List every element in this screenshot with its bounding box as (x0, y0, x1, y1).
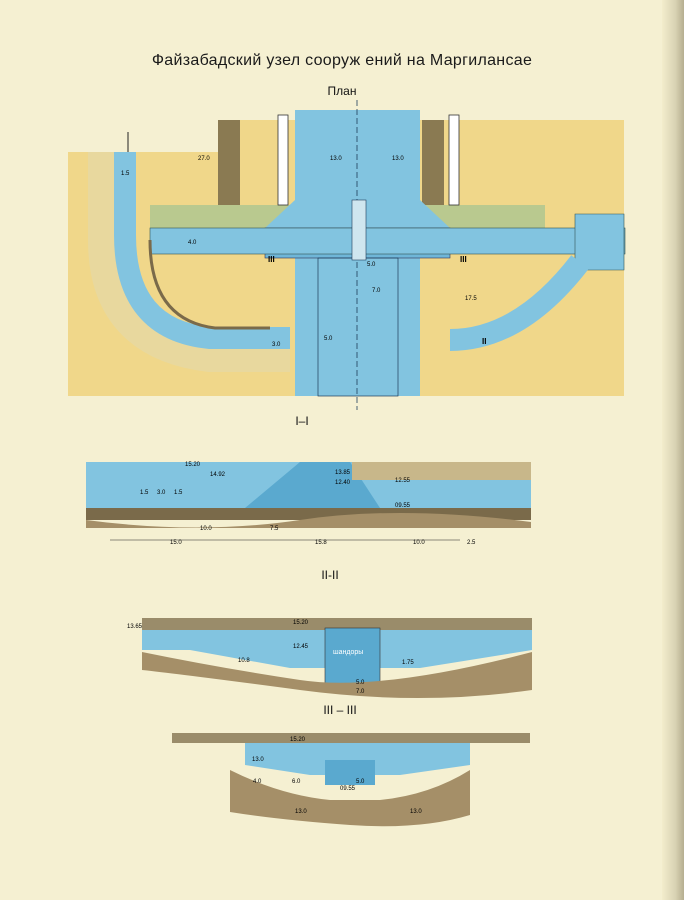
s3-pit (325, 760, 375, 785)
cut-iii-right: III (460, 255, 467, 264)
s3-e0955: 09.55 (340, 786, 356, 792)
s1-b15b: 1.5 (174, 490, 183, 496)
s1-e1520: 15.20 (185, 462, 201, 468)
section-2-label: II-II (321, 568, 339, 582)
dim-13a: 13.0 (330, 156, 342, 162)
right-inflow (574, 213, 625, 271)
s1-d100a: 10.0 (200, 526, 212, 532)
s3-d40: 4.0 (253, 779, 262, 785)
s3-d130b: 13.0 (295, 809, 307, 815)
s2-d108: 10.8 (238, 658, 250, 664)
s2-d70: 7.0 (356, 689, 365, 695)
s1-e1255: 12.55 (395, 478, 411, 484)
left-canal (114, 152, 290, 349)
s2-e1245: 12.45 (293, 644, 309, 650)
left-canal-bank (88, 152, 290, 372)
s3-d130a: 13.0 (252, 757, 264, 763)
right-canal (449, 255, 589, 351)
cross-canal (149, 227, 626, 255)
s2-e1520: 15.20 (293, 620, 309, 626)
s1-d150: 15.0 (170, 540, 182, 546)
s2-soil (142, 652, 532, 698)
section-3-label: III – III (323, 703, 357, 717)
page-title: Файзабадский узел сооруж ений на Маргила… (151, 52, 533, 69)
section-2: 13.65 15.20 12.45 1.75 шандоры 10.8 5.0 … (127, 618, 532, 698)
s1-d75: 7.5 (270, 526, 279, 532)
bank-right (422, 120, 444, 212)
dim-13b: 13.0 (392, 156, 404, 162)
cut-ii: II (482, 337, 486, 346)
dim-5b: 5.0 (324, 336, 333, 342)
s1-e0955: 09.55 (395, 503, 411, 509)
s2-gate-label: шандоры (333, 649, 363, 656)
s1-d158: 15.8 (315, 540, 327, 546)
dim-17-5: 17.5 (465, 296, 477, 302)
page-fold (662, 0, 684, 900)
plan-label: План (327, 84, 357, 98)
s3-deck (172, 733, 530, 743)
s1-b30: 3.0 (157, 490, 166, 496)
cut-iii-left: III (268, 255, 275, 264)
left-canal-wall (148, 239, 270, 330)
dim-4: 4.0 (188, 240, 197, 246)
s1-e1492: 14.92 (210, 472, 226, 478)
section-1-label: I–I (295, 414, 309, 428)
s2-d50: 5.0 (356, 680, 365, 686)
section-3: 15.20 09.55 13.0 4.0 6.0 5.0 13.0 13.0 (172, 733, 530, 827)
dim-3: 3.0 (272, 342, 281, 348)
s3-d50: 5.0 (356, 779, 365, 785)
dim-7: 7.0 (372, 288, 381, 294)
s2-e1365: 13.65 (127, 624, 143, 630)
bank-left (218, 120, 240, 212)
s1-e1385: 13.85 (335, 470, 351, 476)
tower-right (448, 114, 460, 206)
s2-gate (324, 627, 381, 687)
section-1: 15.20 14.92 13.85 12.40 12.55 09.55 1.5 … (86, 462, 531, 546)
dim-27: 27.0 (198, 156, 210, 162)
dim-5: 5.0 (367, 262, 376, 268)
s1-d100b: 10.0 (413, 540, 425, 546)
gate-block (351, 199, 367, 261)
s3-d130c: 13.0 (410, 809, 422, 815)
s1-weir (245, 462, 380, 508)
s1-d25: 2.5 (467, 540, 476, 546)
s1-bank (352, 462, 531, 480)
s3-water (245, 743, 470, 775)
s2-e1175: 1.75 (402, 660, 414, 666)
s1-b15a: 1.5 (140, 490, 149, 496)
s2-deck (142, 618, 532, 630)
s1-e1240: 12.40 (335, 480, 351, 486)
apron-far-left (150, 205, 240, 228)
tower-left (277, 114, 289, 206)
river-upper (265, 110, 450, 228)
s3-e1520: 15.20 (290, 737, 306, 743)
s3-d60: 6.0 (292, 779, 301, 785)
s3-soil (230, 770, 470, 827)
dim-1-5: 1.5 (121, 171, 130, 177)
s1-soil (86, 512, 531, 528)
